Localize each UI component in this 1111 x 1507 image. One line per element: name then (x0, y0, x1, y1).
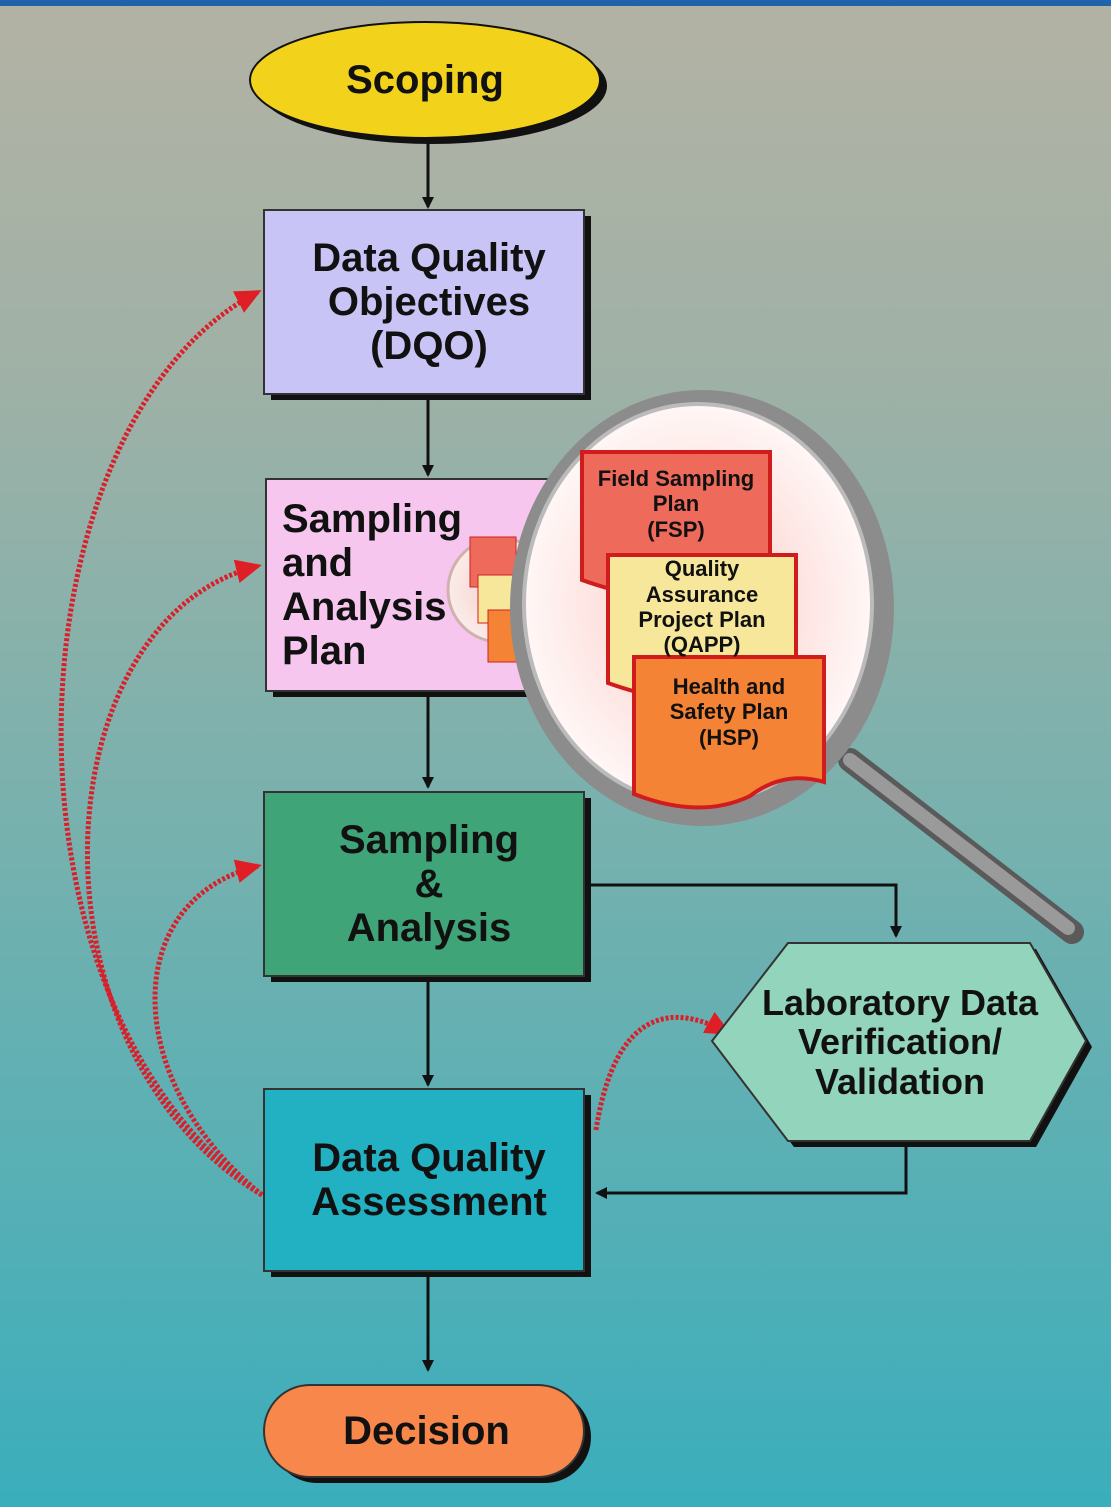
feedback-arrows (58, 289, 732, 1198)
top-border (0, 0, 1111, 6)
fsp-label: Field Sampling Plan (FSP) (597, 466, 755, 542)
arrow-sampling-to-lab (587, 883, 902, 938)
dqa-label: Data Quality Assessment (311, 1136, 547, 1224)
scoping-label: Scoping (346, 58, 504, 102)
decision-label: Decision (343, 1409, 510, 1453)
sap-label: Sampling and Analysis Plan (282, 497, 463, 673)
scoping-node (249, 21, 607, 144)
magnifying-glass-icon (510, 390, 1084, 944)
lab-verification-node (710, 942, 1092, 1147)
lab-verification-label: Laboratory Data Verification/ Validation (761, 981, 1039, 1102)
qapp-label: Quality Assurance Project Plan (QAPP) (638, 556, 766, 658)
sampling-analysis-label: Sampling & Analysis (338, 818, 520, 950)
feedback-to-dqo (58, 289, 264, 1198)
hsp-document (632, 655, 826, 810)
arrow-lab-to-dqa (595, 1145, 908, 1199)
sampling-analysis-node (263, 791, 591, 982)
feedback-to-sap (84, 559, 264, 1198)
decision-node (263, 1384, 591, 1483)
dqo-label: Data Quality Objectives (DQO) (312, 236, 546, 368)
flow-arrows (422, 140, 908, 1372)
dqo-node (263, 209, 591, 400)
hsp-label: Health and Safety Plan (HSP) (669, 674, 789, 750)
dqa-node (263, 1088, 591, 1277)
feedback-to-lab (593, 1011, 732, 1131)
feedback-to-sampling (152, 859, 264, 1197)
